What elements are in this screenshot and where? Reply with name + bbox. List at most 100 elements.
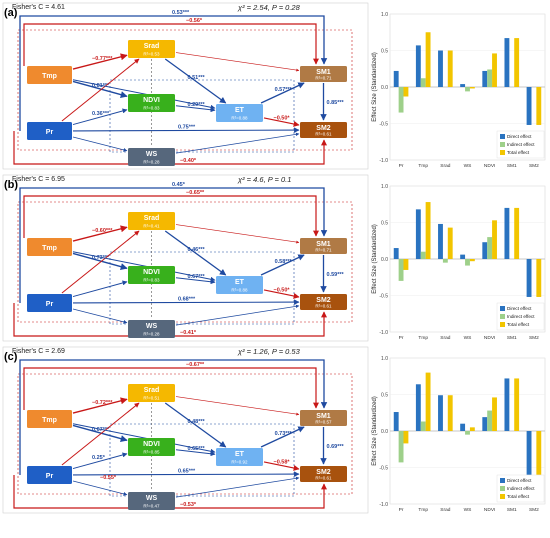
x-tick-label: SM1 [507, 335, 517, 341]
bar-SM1-direct [504, 208, 509, 259]
legend-swatch [500, 306, 505, 311]
diagram-frame [3, 175, 368, 341]
path-srad-sm1 [176, 53, 299, 71]
path-et-sm1 [261, 255, 304, 275]
dashed-frame-blue [110, 80, 294, 152]
bar-Srad-direct [438, 395, 443, 431]
diagram-frame [3, 347, 368, 513]
x-tick-label: Srad [440, 163, 450, 169]
legend-swatch [500, 494, 505, 499]
node-r2: R²=0.41 [143, 224, 160, 229]
y-tick-label: 1.0 [381, 356, 388, 362]
bar-WS-direct [460, 424, 465, 431]
dashed-frame-blue [110, 424, 294, 496]
y-tick-label: -1.0 [379, 502, 388, 508]
node-r2: R²=0.61 [315, 304, 332, 309]
path-pr-ws [73, 481, 127, 495]
legend-swatch [500, 134, 505, 139]
x-tick-label: SM1 [507, 163, 517, 169]
path-coef: 0.51*** [188, 75, 206, 81]
path-srad-sm1 [176, 225, 299, 243]
bar-Srad-direct [438, 224, 443, 259]
path-coef: 0.57*** [275, 87, 293, 93]
node-pr: Pr [27, 294, 72, 312]
node-r2: R²=0.83 [143, 278, 160, 283]
y-tick-label: -1.0 [379, 330, 388, 336]
bar-SM2-total [536, 87, 541, 125]
node-label: Srad [144, 215, 160, 222]
path-pr-ws [73, 309, 127, 323]
bar-WS-total [470, 259, 475, 261]
fisher-c: Fisher's C = 2.69 [12, 348, 65, 355]
x-tick-label: SM2 [529, 335, 539, 341]
fisher-c: Fisher's C = 6.95 [12, 176, 65, 183]
node-r2: R²=0.28 [143, 332, 160, 337]
bar-WS-indirect [465, 87, 470, 91]
node-r2: R²=0.57 [315, 420, 332, 425]
y-tick-label: 1.0 [381, 184, 388, 190]
y-tick-label: -0.5 [379, 466, 388, 472]
x-tick-label: SM2 [529, 507, 539, 513]
bar-Srad-direct [438, 51, 443, 88]
node-label: Srad [144, 43, 160, 50]
bar-NDVI-total [492, 53, 497, 87]
bar-SM1-total [514, 38, 519, 87]
x-tick-label: Tmp [418, 335, 428, 341]
x-tick-label: Pr [399, 335, 404, 341]
bar-SM1-total [514, 208, 519, 259]
node-r2: R²=0.88 [231, 116, 248, 121]
path-srad-sm1 [176, 397, 299, 415]
path-coef: −0.67** [186, 362, 205, 368]
node-pr: Pr [27, 122, 72, 140]
legend-swatch [500, 142, 505, 147]
bar-SM1-total [514, 378, 519, 431]
path-coef: 0.85*** [327, 100, 345, 106]
bar-Pr-indirect [399, 87, 404, 113]
node-r2: R²=0.71 [315, 248, 332, 253]
bar-Pr-direct [394, 412, 399, 431]
bar-SM2-total [536, 259, 541, 297]
y-tick-label: 0.0 [381, 429, 388, 435]
node-label: NDVI [143, 97, 160, 104]
legend-label: Total effect [507, 322, 530, 327]
node-pr: Pr [27, 466, 72, 484]
node-label: ET [235, 279, 245, 286]
node-label: Tmp [42, 73, 57, 80]
y-tick-label: -1.0 [379, 158, 388, 164]
y-axis-label: Effect Size (Standardized) [372, 396, 378, 466]
bar-WS-direct [460, 255, 465, 259]
node-r2: R²=0.92 [231, 460, 248, 465]
node-r2: R²=0.83 [143, 106, 160, 111]
path-coef: −0.50* [274, 116, 291, 122]
x-tick-label: SM1 [507, 507, 517, 513]
legend-label: Indirect effect [507, 314, 535, 319]
node-r2: R²=0.61 [315, 476, 332, 481]
x-tick-label: Tmp [418, 163, 428, 169]
path-coef: −0.72*** [92, 400, 113, 406]
bar-Pr-indirect [399, 431, 404, 462]
bar-WS-direct [460, 84, 465, 87]
path-coef: 0.25* [92, 455, 106, 461]
chi-square: χ² = 4.6, P = 0.1 [237, 175, 291, 184]
chi-square: χ² = 1.26, P = 0.53 [237, 347, 301, 356]
node-label: Tmp [42, 245, 57, 252]
x-tick-label: WS [464, 163, 472, 169]
bar-Srad-indirect [443, 259, 448, 263]
x-tick-label: Pr [399, 507, 404, 513]
bar-SM2-direct [527, 259, 532, 297]
